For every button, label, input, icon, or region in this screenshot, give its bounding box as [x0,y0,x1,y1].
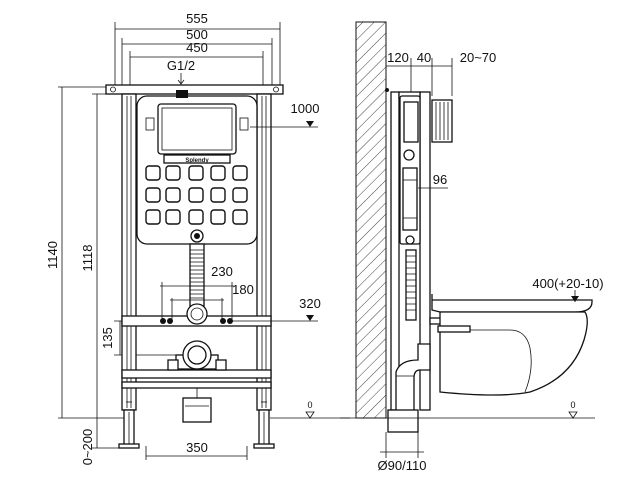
level-markers: 1000 320 0 [232,101,350,419]
dim-350: 350 [186,440,208,455]
wall [340,21,595,419]
side-level-marker: 0 [568,400,578,419]
dim-320: 320 [299,296,321,311]
side-view: 120 40 20~70 96 [340,21,604,473]
level-arrow-icon [305,411,315,419]
dim-96: 96 [433,172,447,187]
hole-dimensions: 230 180 [160,264,254,322]
dim-555: 555 [186,11,208,26]
dim-g12: G1/2 [167,58,195,73]
level-arrow-icon [306,121,314,127]
front-view: 555 500 450 G1/2 1140 1118 135 0~200 [45,11,350,465]
dim-135: 135 [100,327,115,349]
side-top-dimensions: 120 40 20~70 [385,50,497,96]
inlet-arrow-icon [177,73,185,85]
waste-pipe [182,388,212,423]
level-arrow-icon [568,411,578,419]
front-frame [105,84,284,449]
dim-180: 180 [232,282,254,297]
brand-label: Splendy [185,158,209,164]
dim-450: 450 [186,40,208,55]
dim-230: 230 [211,264,233,279]
dim-40: 40 [417,50,431,65]
dim-500: 500 [186,27,208,42]
dim-120: 120 [387,50,409,65]
bottom-dimension: 350 [145,440,248,460]
dim-20-70: 20~70 [460,50,497,65]
side-frame: 96 Ø90/110 [378,88,476,473]
dim-1000: 1000 [291,101,320,116]
outlet-connector [167,340,227,371]
cistern: Splendy [136,90,258,245]
dim-bowl-height: 400(+20-10) [532,276,603,291]
dim-pipe-diameter: Ø90/110 [378,458,427,473]
dim-zero-front: 0 [307,400,312,410]
dim-1118: 1118 [80,245,95,272]
dim-0-200: 0~200 [80,429,95,466]
toilet-bowl: 400(+20-10) [431,276,604,396]
cistern-ribs [145,165,248,225]
flush-pipe [186,243,208,325]
level-arrow-icon [306,315,314,321]
dim-1140: 1140 [45,241,60,269]
top-dimensions: 555 500 450 G1/2 [114,11,281,86]
dim-zero-side: 0 [570,400,575,410]
